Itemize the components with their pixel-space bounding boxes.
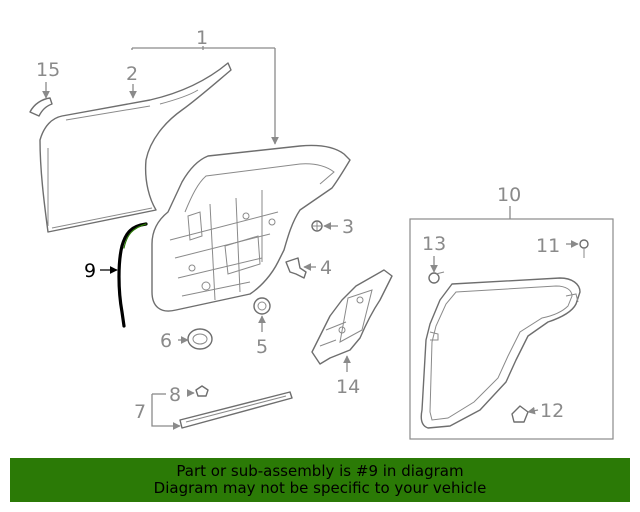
part-3-bolt [311,220,323,232]
part-9-seal [117,222,148,328]
part-8-clip [195,385,209,397]
part-11-screw [579,239,589,258]
callout-12: 12 [540,400,564,422]
callout-7: 7 [134,401,146,423]
part-12-clip [511,405,529,423]
callout-8: 8 [169,384,181,406]
callout-2: 2 [126,63,138,85]
part-1-rear-door [151,144,351,312]
callout-10: 10 [497,184,521,206]
callout-4: 4 [320,257,332,279]
callout-1: 1 [196,27,208,49]
part-13-fastener [428,271,445,284]
banner-line-1: Part or sub-assembly is #9 in diagram [176,462,464,480]
part-14-inner-frame [311,269,393,365]
part-7-molding [179,391,293,429]
part-4-bracket [285,257,307,279]
callout-6: 6 [160,330,172,352]
leader-lines [42,46,579,430]
part-10-box [409,218,614,440]
callout-3: 3 [342,216,354,238]
callout-15: 15 [36,59,60,81]
part-15-cap [29,97,53,117]
part-5-plug [253,297,271,315]
part-6-hole-plug [187,328,213,350]
callout-14: 14 [336,376,360,398]
part-2-outer-panel [39,62,232,233]
callout-11: 11 [536,235,560,257]
callout-13: 13 [422,233,446,255]
info-banner: Part or sub-assembly is #9 in diagram Di… [10,458,630,502]
banner-line-2: Diagram may not be specific to your vehi… [153,479,487,497]
callout-9: 9 [84,260,96,282]
callout-5: 5 [256,336,268,358]
